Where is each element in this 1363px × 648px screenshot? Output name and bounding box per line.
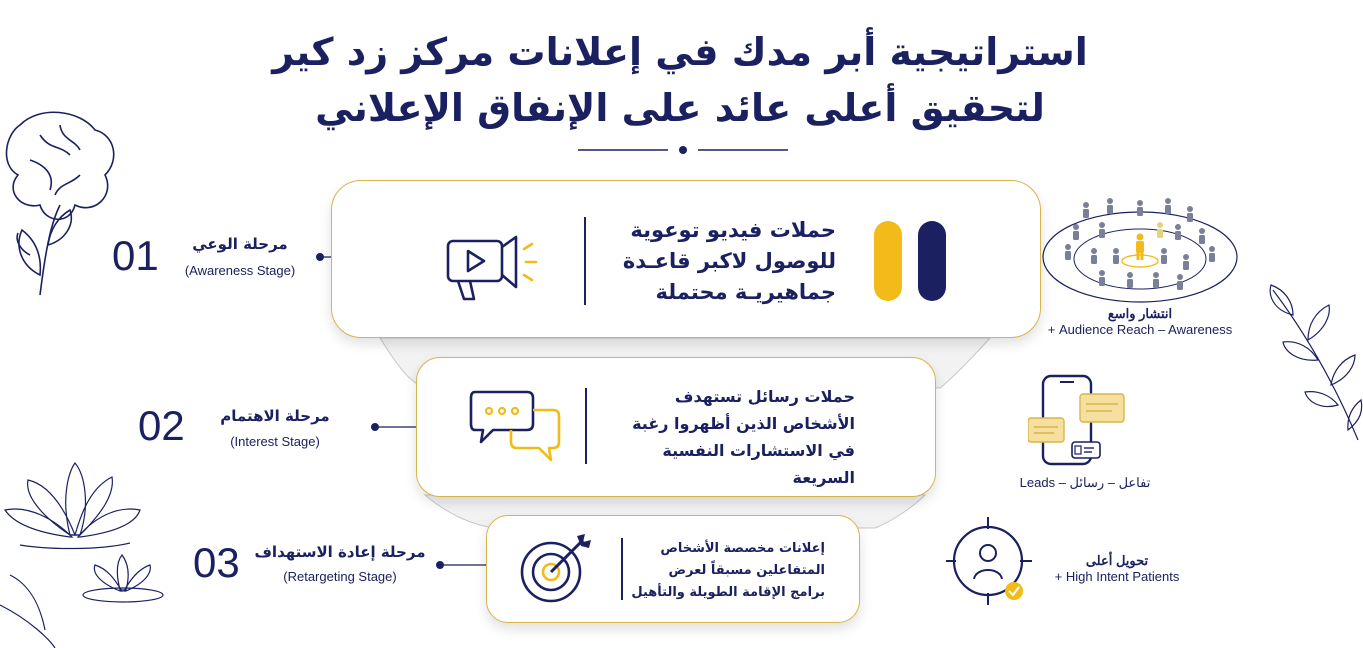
outcome-label-conversion: تحويل أعلى High Intent Patients +	[1054, 553, 1180, 584]
card-divider	[584, 217, 586, 305]
gold-pill	[874, 221, 902, 301]
stage-card-awareness: حملات فيديو توعوية للوصول لاكبر قاعـدة ج…	[331, 180, 1041, 338]
stage-card-retargeting: إعلانات مخصصة الأشخاص المتفاعلين مسبقاً …	[486, 515, 860, 623]
stage-name-en: (Interest Stage)	[230, 434, 320, 449]
stage-number: 03	[193, 539, 240, 586]
card-text: إعلانات مخصصة الأشخاص المتفاعلين مسبقاً …	[631, 541, 825, 600]
card-divider	[621, 538, 623, 600]
target-arrow-icon	[520, 534, 591, 603]
phone-messages-icon	[1028, 374, 1125, 466]
chat-bubbles-icon	[469, 390, 561, 462]
card-divider	[585, 388, 587, 464]
leaf-branch-illustration	[1269, 284, 1363, 441]
stage-number: 01	[112, 232, 159, 279]
stage-number: 02	[138, 402, 185, 449]
outcome-label-reach: انتشار واسع Audience Reach – Awareness +	[1047, 306, 1233, 337]
card-text: حملات رسائل تستهدف الأشخاص الذين أظهروا …	[632, 387, 855, 487]
person-target-icon	[946, 517, 1032, 605]
page-title: استراتيجية أبر مدك في إعلانات مركز زد كي…	[272, 30, 1088, 74]
stage-name-ar: مرحلة الوعي	[192, 235, 288, 253]
lotus-illustration	[0, 462, 164, 648]
stage-name-ar: مرحلة إعادة الاستهداف	[254, 543, 426, 561]
title-divider	[578, 146, 788, 154]
card-text: حملات فيديو توعوية للوصول لاكبر قاعـدة ج…	[622, 218, 836, 304]
crowd-icon	[1042, 198, 1238, 303]
stage-name-en: (Retargeting Stage)	[283, 569, 397, 584]
megaphone-video-icon	[446, 235, 538, 301]
outcome-label-leads: Leads – تفاعل – رسائل	[1019, 475, 1151, 490]
brain-plant-illustration	[5, 111, 115, 296]
stage-name-en: (Awareness Stage)	[184, 263, 296, 278]
stage-name-ar: مرحلة الاهتمام	[220, 407, 330, 425]
navy-pill	[918, 221, 946, 301]
page-subtitle: لتحقيق أعلى عائد على الإنفاق الإعلاني	[315, 86, 1045, 130]
stage-card-interest: حملات رسائل تستهدف الأشخاص الذين أظهروا …	[416, 357, 936, 497]
